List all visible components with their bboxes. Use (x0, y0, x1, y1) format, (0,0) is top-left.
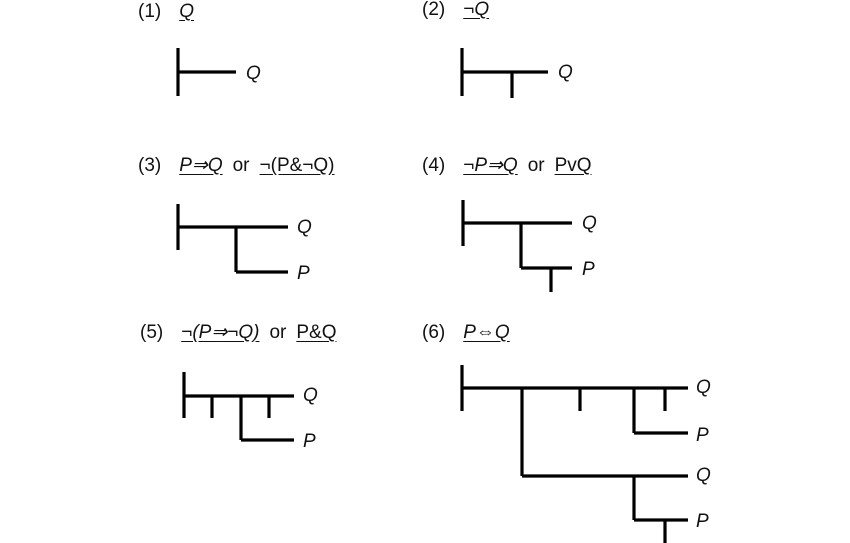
caption-4-connector: or (527, 155, 545, 176)
caption-3-formula-b: ¬(P&¬Q) (259, 155, 335, 176)
caption-2: (2) ¬Q (422, 0, 489, 19)
diagram-6: Q P Q P (460, 365, 711, 543)
diagram-4-label-q: Q (582, 213, 597, 234)
diagram-6-label-p1: P (696, 425, 709, 446)
caption-5-number: (5) (140, 322, 164, 343)
caption-3-formula-a: P⇒Q (179, 155, 223, 176)
diagram-4-label-p: P (582, 259, 595, 280)
diagram-3: Q P (176, 204, 312, 284)
caption-6: (6) P⇔Q (422, 323, 510, 342)
diagram-1-label-q: Q (246, 63, 261, 84)
diagram-2-label-q: Q (558, 62, 573, 83)
caption-4: (4) ¬P⇒Q or PvQ (422, 156, 592, 175)
caption-1-number: (1) (138, 1, 162, 22)
caption-4-formula-b: PvQ (554, 155, 592, 176)
caption-5: (5) ¬(P⇒¬Q) or P&Q (140, 323, 336, 342)
caption-2-formula: ¬Q (463, 0, 490, 20)
caption-4-formula-a: ¬P⇒Q (463, 155, 518, 176)
diagram-5: Q P (182, 372, 318, 452)
caption-1: (1) Q (138, 2, 194, 21)
caption-1-formula: Q (179, 1, 195, 22)
caption-3: (3) P⇒Q or ¬(P&¬Q) (138, 156, 335, 175)
diagram-6-label-q1: Q (696, 377, 711, 398)
diagram-6-label-p2: P (696, 511, 709, 532)
diagram-3-label-q: Q (297, 217, 312, 238)
caption-5-formula-b: P&Q (296, 322, 337, 343)
diagram-2: Q (460, 48, 573, 98)
diagram-4: Q P (461, 200, 597, 292)
caption-6-formula: P⇔Q (463, 322, 510, 343)
diagram-3-label-p: P (297, 263, 310, 284)
caption-5-connector: or (269, 322, 287, 343)
diagram-5-label-q: Q (303, 385, 318, 406)
caption-2-number: (2) (422, 0, 446, 20)
diagram-5-label-p: P (303, 431, 316, 452)
caption-5-formula-a: ¬(P⇒¬Q) (181, 322, 260, 343)
diagram-6-label-q2: Q (696, 465, 711, 486)
caption-3-number: (3) (138, 155, 162, 176)
diagram-1: Q (176, 48, 261, 96)
caption-4-number: (4) (422, 155, 446, 176)
caption-6-number: (6) (422, 322, 446, 343)
caption-3-connector: or (232, 155, 250, 176)
